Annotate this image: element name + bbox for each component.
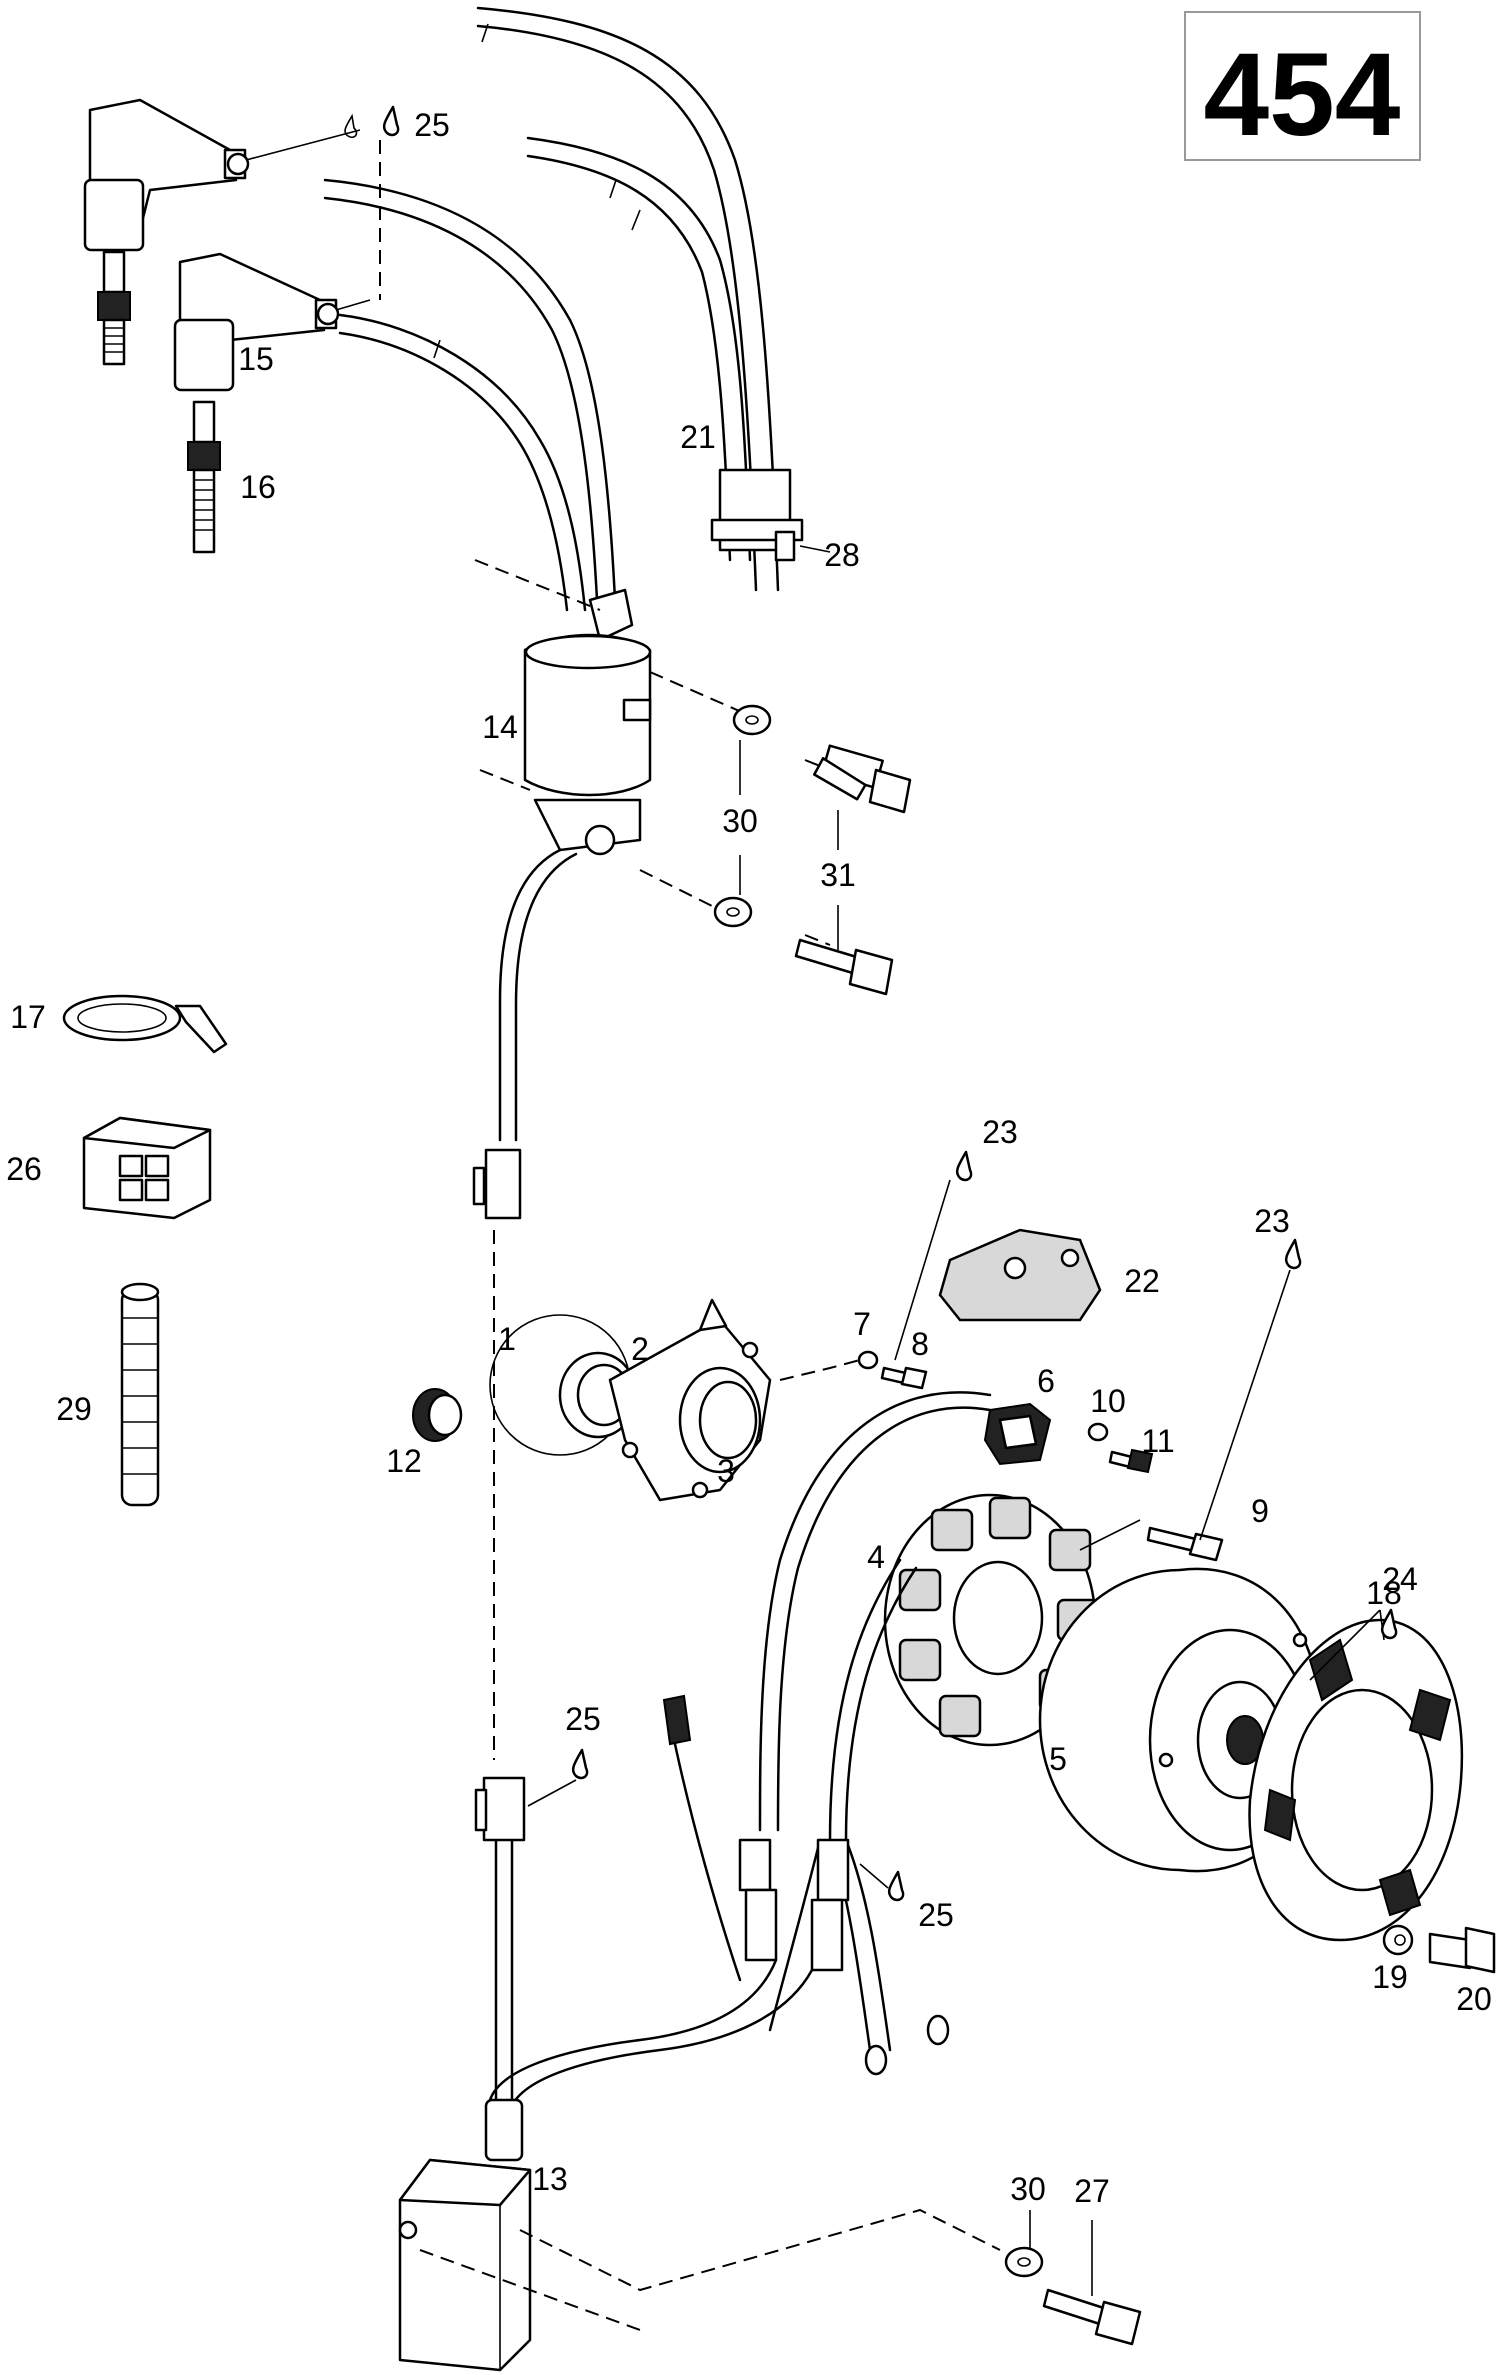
ignition-wires — [323, 6, 780, 612]
drop-icon — [1284, 1238, 1302, 1270]
callout-2: 2 — [631, 1331, 649, 1367]
callout-labels: 1 2 3 4 5 6 7 8 9 10 11 12 13 14 15 16 1… — [6, 107, 1492, 2209]
callout-23-right: 23 — [1254, 1203, 1290, 1239]
callout-25-middle: 25 — [565, 1701, 601, 1737]
bolt-27 — [1042, 2288, 1142, 2346]
callout-30-top: 30 — [722, 803, 758, 839]
nut-20 — [1428, 1926, 1496, 1974]
cdi-mount-lines — [419, 2208, 1001, 2331]
stator-screw-leader — [1079, 1269, 1291, 1551]
stator-screw-9 — [1146, 1526, 1224, 1562]
callout-31: 31 — [820, 857, 856, 893]
callout-26: 26 — [6, 1151, 42, 1187]
callout-4: 4 — [867, 1539, 885, 1575]
coil-ground-wire — [472, 848, 578, 1760]
callout-16: 16 — [240, 469, 276, 505]
callout-3: 3 — [717, 1453, 735, 1489]
lubricant-drops — [382, 105, 1398, 1902]
washer-7 — [857, 1350, 879, 1370]
screw-8 — [880, 1366, 928, 1390]
callout-7: 7 — [853, 1306, 871, 1342]
drop-leader-25-middle — [527, 1779, 577, 1807]
callout-23-upper: 23 — [982, 1114, 1018, 1150]
drive-ring — [1248, 1618, 1464, 1942]
cable-tie — [62, 994, 228, 1054]
protective-sleeve — [120, 1282, 160, 1507]
page-number: 454 — [1204, 29, 1401, 161]
cdi-wires — [474, 1776, 526, 2162]
leader-lines-top — [245, 113, 381, 311]
drop-leader-25-lower — [859, 1863, 889, 1889]
spark-plug-lower — [187, 400, 221, 554]
callout-6: 6 — [1037, 1363, 1055, 1399]
washer-lower — [713, 896, 753, 928]
stator — [883, 1493, 1100, 1747]
drop-icon — [887, 1870, 905, 1902]
callout-24: 24 — [1382, 1561, 1418, 1597]
ignition-coil — [523, 588, 652, 856]
callout-13: 13 — [532, 2161, 568, 2197]
callout-22: 22 — [1124, 1263, 1160, 1299]
cdi-module — [398, 2158, 532, 2372]
callout-21: 21 — [680, 419, 716, 455]
callout-1: 1 — [498, 1321, 516, 1357]
callout-25-lower: 25 — [918, 1897, 954, 1933]
housing-mount-line — [779, 1359, 861, 1381]
callout-8: 8 — [911, 1326, 929, 1362]
cover — [938, 1228, 1102, 1322]
connector-housing — [82, 1116, 212, 1220]
callout-14: 14 — [482, 709, 518, 745]
callout-20: 20 — [1456, 1981, 1492, 2017]
callout-9: 9 — [1251, 1493, 1269, 1529]
drop-icon — [571, 1748, 589, 1780]
wire-clip — [710, 468, 831, 562]
callout-15: 15 — [238, 341, 274, 377]
washer-30-bottom — [1004, 2246, 1044, 2278]
page-number-box: 454 — [1184, 11, 1421, 161]
washer-upper — [732, 704, 772, 736]
callout-11: 11 — [1141, 1423, 1174, 1459]
callout-30-bottom: 30 — [1010, 2171, 1046, 2207]
callout-25-top: 25 — [414, 107, 450, 143]
callout-29: 29 — [56, 1391, 92, 1427]
drop-icon — [1380, 1608, 1398, 1640]
trigger-coil — [983, 1402, 1052, 1466]
callout-12: 12 — [386, 1443, 422, 1479]
callout-10: 10 — [1090, 1383, 1126, 1419]
grommet — [412, 1388, 463, 1442]
bolt-upper — [813, 744, 912, 814]
callout-5: 5 — [1049, 1741, 1067, 1777]
leader-line-23-upper — [894, 1179, 951, 1361]
callout-27: 27 — [1074, 2173, 1110, 2209]
drop-icon — [955, 1150, 973, 1182]
callout-18: 18 — [1366, 1575, 1402, 1611]
callout-17: 17 — [10, 999, 46, 1035]
stator-housing — [608, 1298, 772, 1502]
spark-plug-cap-upper — [83, 98, 250, 252]
bolt-lower — [794, 938, 894, 996]
leader-lines-bottom — [1029, 2210, 1093, 2296]
washer-19 — [1382, 1924, 1414, 1956]
spark-plug-cap-lower — [173, 252, 340, 392]
callout-28: 28 — [824, 537, 860, 573]
drop-icon — [382, 105, 400, 137]
screw-11 — [1108, 1448, 1154, 1474]
callout-19: 19 — [1372, 1959, 1408, 1995]
spark-plug-upper — [97, 250, 131, 366]
washer-10 — [1087, 1422, 1109, 1442]
stator-harness — [488, 1391, 992, 2112]
